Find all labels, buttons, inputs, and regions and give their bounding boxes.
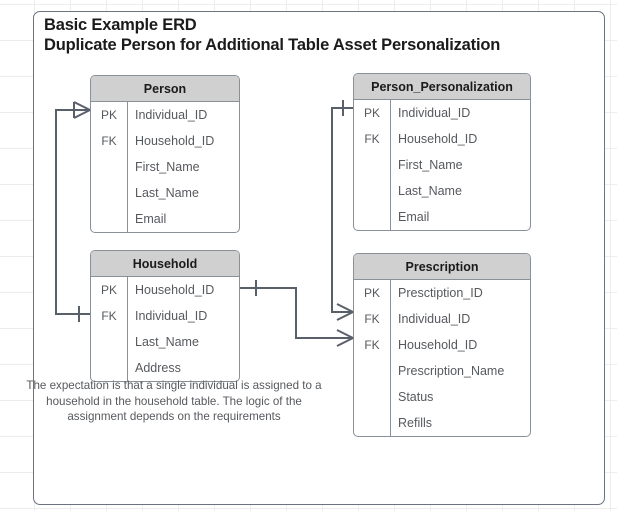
attribute-key: PK [363, 106, 380, 120]
attribute-name: First_Name [390, 152, 530, 178]
attribute-key [91, 180, 127, 206]
entity-person[interactable]: Person PK Individual_ID FK Household_ID … [90, 75, 240, 233]
entity-prescription-title: Prescription [354, 254, 530, 280]
page-title-line-2: Duplicate Person for Additional Table As… [44, 36, 501, 54]
table-row[interactable]: PK Individual_ID [91, 102, 239, 128]
entity-household-title: Household [91, 251, 239, 277]
attribute-name: Last_Name [127, 180, 239, 206]
table-row[interactable]: FK Household_ID [91, 128, 239, 154]
attribute-key [91, 329, 127, 355]
attribute-key [354, 178, 390, 204]
attribute-name: Prescription_Name [390, 358, 530, 384]
attribute-name: Individual_ID [127, 303, 239, 329]
attribute-name: Household_ID [390, 332, 530, 358]
attribute-name: Address [127, 355, 239, 381]
entity-person-personalization-attributes: PK Individual_ID FK Household_ID First_N… [354, 100, 530, 230]
attribute-key: FK [364, 338, 380, 352]
attribute-key [91, 154, 127, 180]
table-row[interactable]: PK Individual_ID [354, 100, 530, 126]
attribute-name: Last_Name [390, 178, 530, 204]
table-row[interactable]: FK Household_ID [354, 332, 530, 358]
entity-household[interactable]: Household PK Household_ID FK Individual_… [90, 250, 240, 382]
relationship-personalization-to-prescription [331, 100, 354, 321]
entity-person-personalization-title: Person_Personalization [354, 74, 530, 100]
attribute-name: Status [390, 384, 530, 410]
attribute-name: Individual_ID [390, 100, 530, 126]
attribute-name: Refills [390, 410, 530, 436]
attribute-name: Household_ID [390, 126, 530, 152]
attribute-name: Household_ID [127, 277, 239, 303]
table-row[interactable]: Last_Name [91, 180, 239, 206]
table-row[interactable]: PK Household_ID [91, 277, 239, 303]
attribute-name: Last_Name [127, 329, 239, 355]
attribute-name: First_Name [127, 154, 239, 180]
attribute-key [354, 410, 390, 436]
table-row[interactable]: FK Household_ID [354, 126, 530, 152]
attribute-name: Presctiption_ID [390, 280, 530, 306]
attribute-key: FK [364, 312, 380, 326]
entity-prescription-attributes: PK Presctiption_ID FK Individual_ID FK H… [354, 280, 530, 436]
table-row[interactable]: First_Name [91, 154, 239, 180]
relationship-household-to-person [55, 101, 91, 322]
entity-person-title: Person [91, 76, 239, 102]
attribute-key: PK [363, 286, 380, 300]
entity-household-attributes: PK Household_ID FK Individual_ID Last_Na… [91, 277, 239, 381]
entity-person-attributes: PK Individual_ID FK Household_ID First_N… [91, 102, 239, 232]
attribute-key: PK [100, 283, 117, 297]
table-row[interactable]: FK Individual_ID [91, 303, 239, 329]
page-title-line-1: Basic Example ERD [44, 16, 197, 34]
attribute-key: FK [364, 132, 380, 146]
attribute-key: PK [100, 108, 117, 122]
relationship-household-to-prescription [240, 280, 354, 347]
table-row[interactable]: PK Presctiption_ID [354, 280, 530, 306]
table-row[interactable]: Prescription_Name [354, 358, 530, 384]
table-row[interactable]: Address [91, 355, 239, 381]
diagram-note: The expectation is that a single individ… [26, 379, 322, 424]
attribute-name: Individual_ID [127, 102, 239, 128]
attribute-name: Email [127, 206, 239, 232]
attribute-key [354, 204, 390, 230]
attribute-name: Individual_ID [390, 306, 530, 332]
attribute-key [354, 384, 390, 410]
attribute-key [91, 206, 127, 232]
table-row[interactable]: First_Name [354, 152, 530, 178]
table-row[interactable]: Status [354, 384, 530, 410]
attribute-key: FK [101, 309, 117, 323]
attribute-key: FK [101, 134, 117, 148]
table-row[interactable]: Last_Name [91, 329, 239, 355]
attribute-key [354, 152, 390, 178]
attribute-name: Email [390, 204, 530, 230]
table-row[interactable]: Email [354, 204, 530, 230]
table-row[interactable]: Email [91, 206, 239, 232]
table-row[interactable]: Refills [354, 410, 530, 436]
entity-person-personalization[interactable]: Person_Personalization PK Individual_ID … [353, 73, 531, 231]
entity-prescription[interactable]: Prescription PK Presctiption_ID FK Indiv… [353, 253, 531, 437]
attribute-name: Household_ID [127, 128, 239, 154]
table-row[interactable]: FK Individual_ID [354, 306, 530, 332]
table-row[interactable]: Last_Name [354, 178, 530, 204]
attribute-key [354, 358, 390, 384]
